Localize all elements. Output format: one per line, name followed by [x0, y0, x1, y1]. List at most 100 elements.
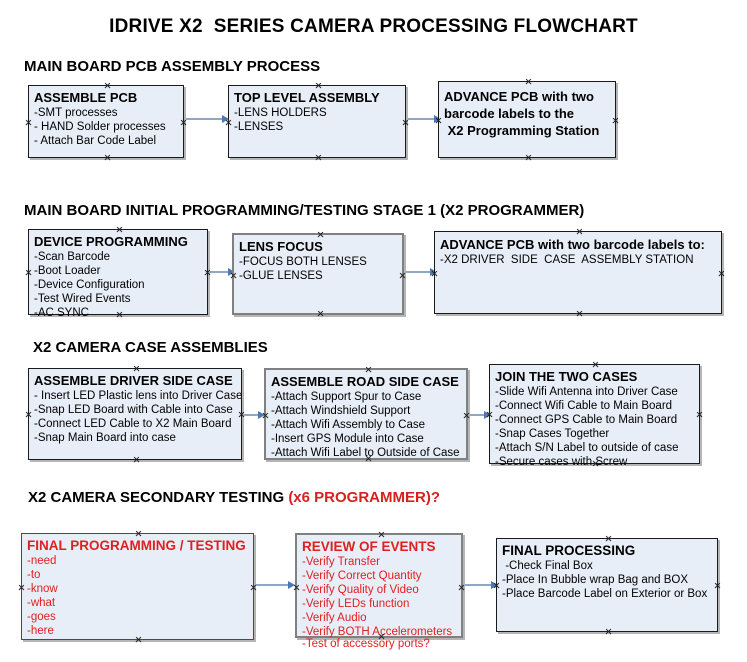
box-line: -Attach Wifi Assembly to Case: [271, 419, 426, 431]
connector-arrow: [408, 114, 442, 124]
selection-handle-bottom[interactable]: [317, 310, 324, 317]
box-line: -to: [27, 569, 41, 581]
box-line: -Attach Wifi Label to Outside of Case: [271, 447, 460, 459]
selection-handle-top[interactable]: [133, 365, 140, 372]
box-title: DEVICE PROGRAMMING: [34, 234, 188, 249]
selection-handle-right[interactable]: [458, 584, 465, 591]
selection-handle-right[interactable]: [238, 411, 245, 418]
selection-handle-top[interactable]: [104, 82, 111, 89]
box-line: -Slide Wifi Antenna into Driver Case: [495, 386, 678, 398]
box-advance-pcb-to-driver-side-case[interactable]: ADVANCE PCB with two barcode labels to: …: [434, 231, 722, 314]
selection-handle-left[interactable]: [225, 119, 232, 126]
selection-handle-left[interactable]: [25, 411, 32, 418]
selection-handle-top[interactable]: [605, 535, 612, 542]
selection-handle-bottom[interactable]: [525, 154, 532, 161]
box-line: -Verify Quality of Video: [302, 584, 419, 596]
selection-handle-right[interactable]: [463, 412, 470, 419]
box-device-programming[interactable]: DEVICE PROGRAMMING -Scan Barcode -Boot L…: [25, 226, 211, 319]
box-line: - Insert LED Plastic lens into Driver Ca…: [34, 390, 243, 402]
box-line: -Place In Bubble wrap Bag and BOX: [502, 574, 689, 586]
connector-arrow: [256, 580, 296, 590]
selection-handle-bottom[interactable]: [133, 456, 140, 463]
box-line: -Connect Wifi Cable to Main Board: [495, 400, 673, 412]
box-join-the-two-cases[interactable]: JOIN THE TWO CASES -Slide Wifi Antenna i…: [486, 361, 703, 468]
box-line: -Scan Barcode: [34, 251, 111, 263]
box-line: -GLUE LENSES: [239, 270, 323, 282]
selection-handle-top[interactable]: [576, 228, 583, 235]
selection-handle-top[interactable]: [315, 82, 322, 89]
selection-handle-left[interactable]: [293, 584, 300, 591]
selection-handle-left[interactable]: [262, 412, 269, 419]
selection-handle-top[interactable]: [135, 530, 142, 537]
box-line: -Snap Cases Together: [495, 428, 610, 440]
box-line: -Check Final Box: [502, 560, 593, 572]
box-line: -FOCUS BOTH LENSES: [239, 256, 367, 268]
box-line: -Test Wired Events: [34, 293, 131, 305]
box-line: -Attach Support Spur to Case: [271, 391, 422, 403]
selection-handle-left[interactable]: [486, 411, 493, 418]
box-title: TOP LEVEL ASSEMBLY: [234, 90, 380, 105]
selection-handle-right[interactable]: [204, 269, 211, 276]
section-heading-main-board-pcb-assembly: MAIN BOARD PCB ASSEMBLY PROCESS: [24, 58, 321, 75]
box-line: -Verify LEDs function: [302, 598, 410, 610]
selection-handle-left[interactable]: [493, 582, 500, 589]
box-line: -what: [27, 597, 56, 609]
box-lens-focus[interactable]: LENS FOCUS -FOCUS BOTH LENSES -GLUE LENS…: [232, 233, 404, 315]
selection-handle-left[interactable]: [431, 270, 438, 277]
box-line: -Device Configuration: [34, 279, 145, 291]
selection-handle-top[interactable]: [116, 226, 123, 233]
selection-handle-top[interactable]: [592, 361, 599, 368]
selection-handle-top[interactable]: [378, 531, 385, 538]
selection-handle-bottom[interactable]: [576, 310, 583, 317]
box-title: ASSEMBLE DRIVER SIDE CASE: [34, 373, 233, 388]
box-line: X2 Programming Station: [444, 123, 600, 138]
selection-handle-right[interactable]: [696, 411, 703, 418]
selection-handle-top[interactable]: [365, 366, 372, 373]
section-heading-x2-camera-case-assemblies: X2 CAMERA CASE ASSEMBLIES: [33, 339, 268, 356]
selection-handle-bottom[interactable]: [104, 154, 111, 161]
box-advance-pcb-to-x2-programming-station[interactable]: ADVANCE PCB with two barcode labels to t…: [438, 81, 616, 158]
box-line: -Secure cases with Screw: [495, 456, 628, 468]
page-title: IDRIVE X2 SERIES CAMERA PROCESSING FLOWC…: [109, 16, 638, 37]
box-line: -Attach S/N Label to outside of case: [495, 442, 679, 454]
selection-handle-right[interactable]: [399, 272, 406, 279]
box-title: LENS FOCUS: [239, 239, 323, 254]
connector-arrow: [465, 580, 499, 590]
box-title: ASSEMBLE ROAD SIDE CASE: [271, 374, 459, 389]
selection-handle-left[interactable]: [18, 584, 25, 591]
selection-handle-right[interactable]: [250, 584, 257, 591]
box-line: -Attach Windshield Support: [271, 405, 411, 417]
selection-handle-right[interactable]: [718, 270, 725, 277]
selection-handle-top[interactable]: [525, 78, 532, 85]
box-assemble-road-side-case[interactable]: ASSEMBLE ROAD SIDE CASE -Attach Support …: [264, 368, 468, 460]
box-line: -Verify Transfer: [302, 556, 380, 568]
box-line: -know: [27, 583, 58, 595]
section-heading-text: X2 CAMERA SECONDARY TESTING: [28, 489, 289, 506]
box-line: - HAND Solder processes: [34, 121, 166, 133]
box-line: -Verify Correct Quantity: [302, 570, 422, 582]
selection-handle-left[interactable]: [25, 269, 32, 276]
box-line: barcode labels to the: [444, 106, 575, 121]
selection-handle-right[interactable]: [180, 119, 187, 126]
section-heading-main-board-initial-programming: MAIN BOARD INITIAL PROGRAMMING/TESTING S…: [24, 202, 585, 219]
connector-arrow: [244, 410, 266, 420]
selection-handle-left[interactable]: [435, 117, 442, 124]
selection-handle-left[interactable]: [25, 119, 32, 126]
box-final-programming-testing[interactable]: FINAL PROGRAMMING / TESTING -need -to -k…: [21, 533, 254, 640]
box-final-processing[interactable]: FINAL PROCESSING -Check Final Box -Place…: [496, 538, 718, 632]
box-assemble-pcb[interactable]: ASSEMBLE PCB -SMT processes - HAND Solde…: [28, 85, 184, 158]
box-line: -AC SYNC: [34, 307, 89, 319]
selection-handle-bottom[interactable]: [605, 628, 612, 635]
box-review-of-events[interactable]: REVIEW OF EVENTS -Verify Transfer -Verif…: [293, 531, 465, 650]
selection-handle-right[interactable]: [714, 582, 721, 589]
selection-handle-bottom[interactable]: [315, 154, 322, 161]
box-assemble-driver-side-case[interactable]: ASSEMBLE DRIVER SIDE CASE - Insert LED P…: [28, 368, 242, 460]
box-top-level-assembly[interactable]: TOP LEVEL ASSEMBLY -LENS HOLDERS -LENSES: [228, 85, 406, 158]
selection-handle-left[interactable]: [230, 272, 237, 279]
selection-handle-right[interactable]: [612, 117, 619, 124]
selection-handle-top[interactable]: [317, 231, 324, 238]
box-line: -LENS HOLDERS: [234, 107, 327, 119]
selection-handle-right[interactable]: [402, 119, 409, 126]
box-line: -X2 DRIVER SIDE CASE ASSEMBLY STATION: [440, 254, 694, 266]
